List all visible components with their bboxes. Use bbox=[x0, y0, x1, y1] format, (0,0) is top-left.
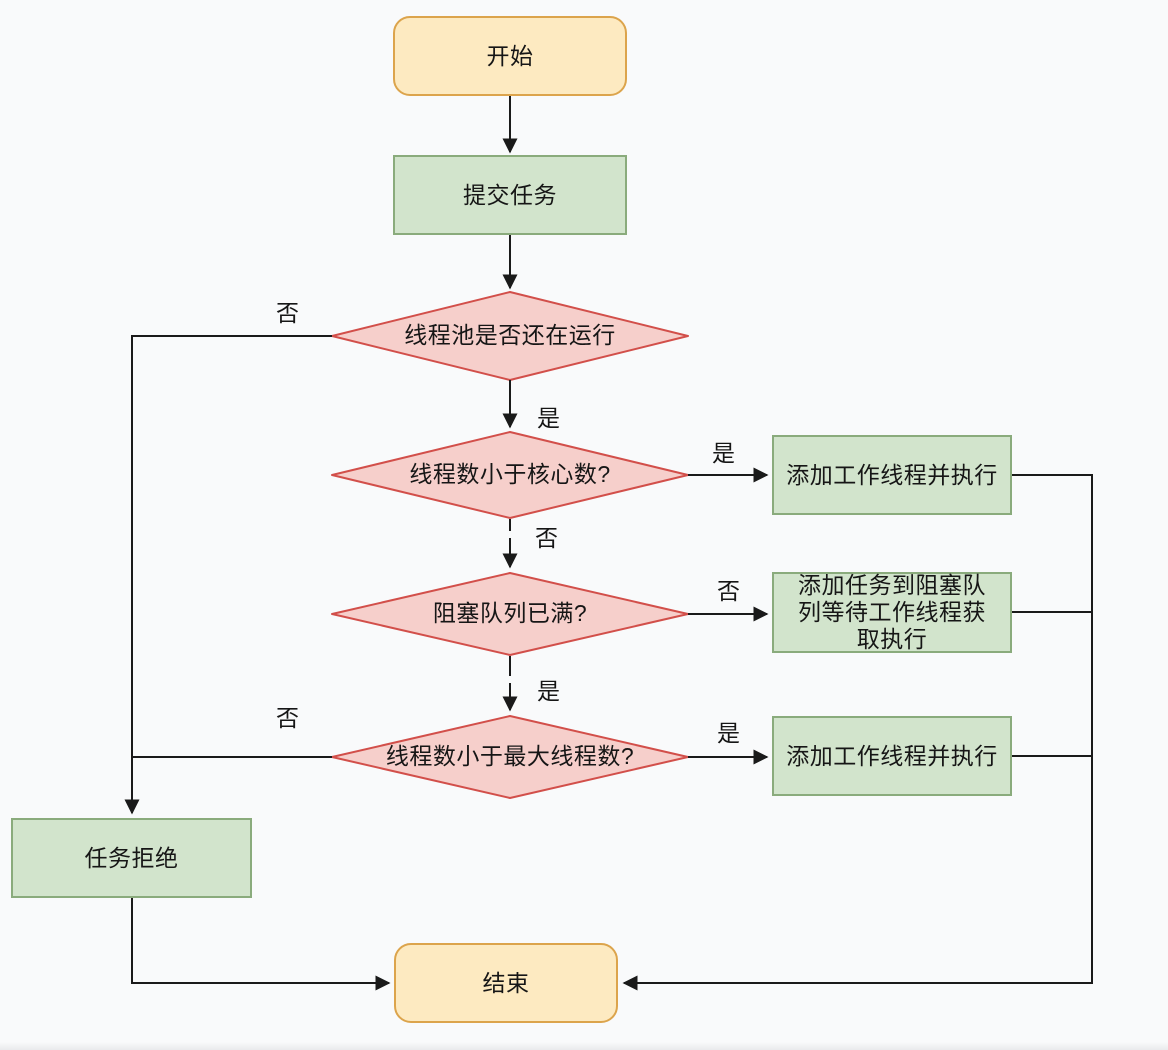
branch-label-running-no: 否 bbox=[276, 300, 299, 326]
end-node: 结束 bbox=[394, 943, 618, 1023]
decision-queue-full-label: 阻塞队列已满? bbox=[432, 600, 588, 626]
branch-label-running-yes: 是 bbox=[537, 405, 560, 431]
decision-queue-full-shape bbox=[331, 572, 689, 656]
bottom-edge-shadow bbox=[0, 1042, 1168, 1050]
add-worker-thread-node-2-label: 添加工作线程并执行 bbox=[786, 742, 998, 769]
submit-task-node: 提交任务 bbox=[393, 155, 627, 235]
branch-label-max-yes: 是 bbox=[717, 720, 740, 746]
edge-pool-running-no-to-reject bbox=[124, 335, 332, 815]
branch-label-core-no: 否 bbox=[535, 525, 558, 551]
start-node-label: 开始 bbox=[486, 42, 534, 69]
enqueue-task-node: 添加任务到阻塞队列等待工作线程获取执行 bbox=[772, 572, 1012, 653]
decision-below-core-shape bbox=[331, 431, 689, 519]
branch-label-max-no: 否 bbox=[276, 705, 299, 731]
submit-task-node-label: 提交任务 bbox=[463, 181, 557, 208]
start-node: 开始 bbox=[393, 16, 627, 96]
edge-add-worker-1-rail-to-end bbox=[622, 474, 1093, 991]
end-node-label: 结束 bbox=[482, 969, 530, 996]
decision-below-max-label: 线程数小于最大线程数? bbox=[385, 743, 635, 769]
edge-reject-to-end bbox=[131, 898, 391, 991]
add-worker-thread-node-1-label: 添加工作线程并执行 bbox=[786, 461, 998, 488]
decision-below-max-shape bbox=[331, 715, 689, 799]
reject-task-node: 任务拒绝 bbox=[11, 818, 252, 898]
branch-label-queue-yes: 是 bbox=[537, 678, 560, 704]
add-worker-thread-node-1: 添加工作线程并执行 bbox=[772, 435, 1012, 515]
reject-task-node-label: 任务拒绝 bbox=[84, 844, 179, 871]
branch-label-queue-no: 否 bbox=[717, 578, 740, 604]
enqueue-task-node-label: 添加任务到阻塞队列等待工作线程获取执行 bbox=[798, 572, 986, 652]
branch-label-core-yes: 是 bbox=[712, 440, 735, 466]
decision-pool-running-label: 线程池是否还在运行 bbox=[404, 322, 616, 348]
add-worker-thread-node-2: 添加工作线程并执行 bbox=[772, 716, 1012, 796]
decision-below-core-label: 线程数小于核心数? bbox=[409, 461, 611, 487]
